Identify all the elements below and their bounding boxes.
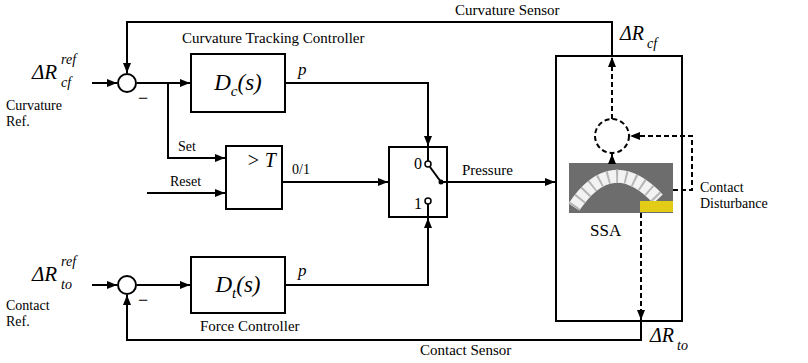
disturbance-caption: Contact Disturbance — [700, 180, 800, 212]
reference-input-wire — [92, 82, 117, 84]
block-subscript: t — [232, 285, 236, 301]
block-caption: Force Controller — [200, 318, 300, 335]
signal-wire — [283, 181, 388, 183]
junction-outline — [117, 275, 137, 295]
wire-label: p — [298, 261, 307, 281]
signal-symbol: ΔR — [620, 22, 644, 45]
signal-symbol: ΔR — [32, 262, 57, 286]
wire-label: Curvature Sensor — [455, 2, 560, 19]
threshold-label: > T — [246, 149, 276, 171]
switch-arm — [430, 167, 441, 182]
sign-label: − — [138, 291, 148, 311]
signal-symbol: ΔR — [650, 324, 674, 347]
block-caption: Curvature Tracking Controller — [182, 30, 364, 47]
wire-label: 0/1 — [292, 162, 310, 178]
junction-outline — [117, 73, 137, 93]
wire-label: Set — [178, 139, 196, 155]
signal-wire — [286, 83, 428, 146]
dashed-signal — [611, 154, 613, 164]
switch-pivot — [439, 180, 444, 185]
signal-wire — [137, 83, 225, 158]
signal-wire — [448, 181, 555, 183]
text-group: Dt(s) — [215, 272, 260, 298]
input-caption: Curvature Ref. — [6, 98, 76, 130]
signal-wire — [286, 218, 428, 285]
switch-contact — [425, 161, 431, 167]
transfer-function: (s) — [238, 70, 262, 95]
reset-input-wire — [147, 192, 225, 194]
controller-block: Dc(s) — [190, 53, 286, 113]
text-group: > T — [246, 149, 276, 172]
wire-label: Pressure — [462, 162, 513, 179]
signal-subscript: to — [61, 277, 72, 293]
signal-subscript: to — [677, 338, 688, 354]
sensor-circle — [595, 119, 629, 153]
dashed-signal — [640, 213, 642, 320]
summing-junction: − — [117, 73, 137, 93]
wire-label: p — [298, 60, 307, 80]
signal-symbol: ΔR — [32, 60, 57, 84]
summing-junction: − — [117, 275, 137, 295]
switch-position: 0 — [414, 155, 422, 173]
switch-block: 01 — [388, 146, 448, 218]
signal-wire — [137, 284, 190, 286]
reference-input-wire — [92, 284, 117, 286]
transfer-function: D — [215, 272, 232, 297]
signal-subscript: cf — [647, 36, 657, 52]
input-caption: Reset — [170, 174, 201, 190]
plant-label: SSA — [590, 222, 621, 241]
controller-block: Dt(s) — [190, 256, 286, 314]
signal-superscript: ref — [61, 52, 76, 68]
signal-wire — [127, 295, 641, 340]
switch-contact-wire — [427, 148, 429, 161]
plant-block: SSA — [555, 55, 683, 322]
signal-superscript: ref — [61, 254, 76, 270]
transfer-function: (s) — [236, 272, 260, 297]
threshold-block: > T — [225, 145, 283, 210]
switch-position: 1 — [414, 195, 422, 213]
block-subscript: c — [231, 83, 238, 99]
input-caption: Contact Ref. — [6, 298, 68, 330]
actuator-photo — [569, 163, 673, 213]
junction-circle — [118, 74, 136, 92]
dashed-signal — [611, 57, 613, 119]
transfer-function: D — [214, 70, 231, 95]
junction-circle — [118, 276, 136, 294]
signal-wire — [127, 22, 612, 73]
sign-label: − — [138, 89, 148, 109]
signal-subscript: cf — [61, 75, 71, 91]
wire-label: Contact Sensor — [420, 342, 511, 359]
switch-contact — [425, 198, 431, 204]
switch-contact-wire — [427, 204, 429, 216]
text-group: Dc(s) — [214, 70, 262, 96]
contact-object — [640, 201, 673, 212]
